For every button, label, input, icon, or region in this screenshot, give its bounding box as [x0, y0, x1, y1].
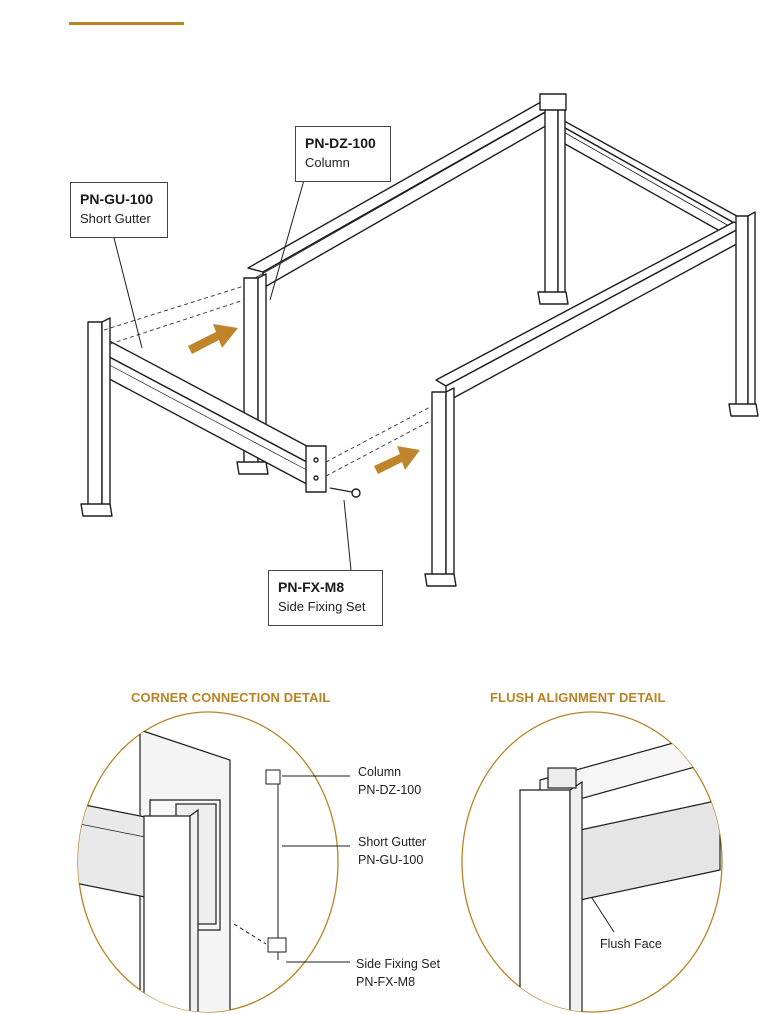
corner-label-gutter: Short Gutter PN-GU-100	[358, 833, 426, 869]
flush-detail-title: FLUSH ALIGNMENT DETAIL	[490, 690, 666, 705]
callout-column-name: Column	[305, 155, 350, 170]
column-front-right	[728, 211, 759, 417]
corner-label-column-code: PN-DZ-100	[358, 783, 422, 797]
callout-side-fixing-code: PN-FX-M8	[278, 579, 345, 595]
corner-detail-title: CORNER CONNECTION DETAIL	[131, 690, 331, 705]
flush-detail-circle	[461, 711, 723, 1013]
right-side-beam	[557, 121, 745, 241]
back-beam	[247, 97, 564, 289]
short-gutter-beam	[99, 335, 327, 493]
fixing-bolt	[329, 487, 361, 498]
corner-label-gutter-code: PN-GU-100	[358, 853, 424, 867]
corner-label-column-name: Column	[358, 765, 402, 779]
corner-label-fixing-code: PN-FX-M8	[356, 975, 416, 989]
corner-label-column: Column PN-DZ-100	[358, 763, 421, 799]
corner-label-fixing: Side Fixing Set PN-FX-M8	[356, 955, 440, 991]
header-accent-bar	[69, 22, 184, 25]
flush-leader	[591, 897, 615, 933]
front-beam	[435, 221, 745, 403]
callout-column-code: PN-DZ-100	[305, 135, 376, 151]
corner-label-fixing-name: Side Fixing Set	[356, 957, 441, 971]
leader-lines	[113, 179, 352, 571]
insertion-guides	[103, 285, 433, 477]
arrow-back-icon	[188, 324, 238, 354]
detail-leaders	[282, 775, 350, 963]
callout-side-fixing-name: Side Fixing Set	[278, 599, 366, 614]
arrow-front-icon	[374, 446, 420, 474]
callout-side-fixing: PN-FX-M8 Side Fixing Set	[268, 570, 383, 626]
direction-arrows	[188, 324, 420, 474]
column-front-left	[80, 317, 113, 517]
callout-short-gutter: PN-GU-100 Short Gutter	[70, 182, 168, 238]
column-back-right	[537, 93, 569, 305]
callout-short-gutter-name: Short Gutter	[80, 211, 151, 226]
flush-face-label: Flush Face	[600, 937, 662, 951]
corner-label-gutter-name: Short Gutter	[358, 835, 427, 849]
column-front-middle	[424, 387, 457, 587]
callout-column: PN-DZ-100 Column	[295, 126, 391, 182]
corner-detail-circle	[77, 711, 350, 1013]
callout-short-gutter-code: PN-GU-100	[80, 191, 154, 207]
